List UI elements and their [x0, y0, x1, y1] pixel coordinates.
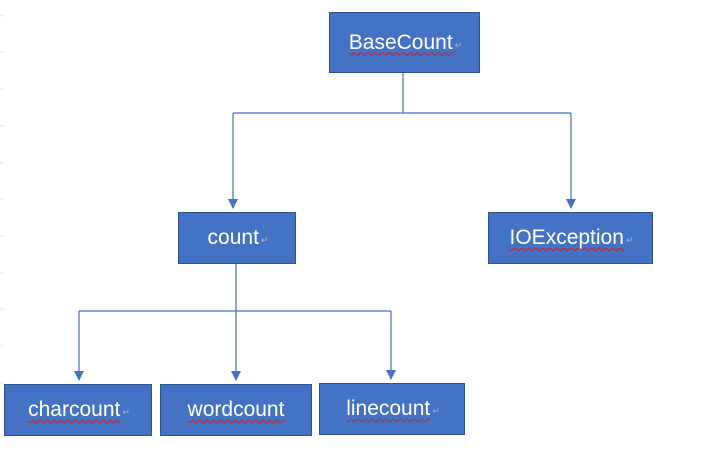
node-count[interactable]: count ↵ — [178, 212, 296, 264]
margin-mark: ˏ — [0, 228, 3, 237]
node-ioexception[interactable]: IOException ↵ — [488, 212, 653, 264]
node-linecount-label: linecount — [346, 397, 431, 420]
paragraph-mark-icon: ↵ — [432, 407, 440, 417]
node-basecount-label: BaseCount — [348, 30, 453, 54]
node-linecount[interactable]: linecount ↵ — [319, 383, 465, 435]
node-wordcount[interactable]: wordcount — [160, 384, 312, 436]
paragraph-mark-icon: ↵ — [122, 408, 130, 418]
paragraph-mark-icon: ↵ — [454, 40, 463, 51]
margin-mark: ˏ — [0, 81, 3, 90]
node-charcount[interactable]: charcount ↵ — [4, 384, 152, 436]
margin-mark: ˏ — [0, 338, 3, 347]
margin-mark: ˏ — [0, 155, 3, 164]
margin-mark: ˏ — [0, 8, 3, 17]
paragraph-mark-icon: ↵ — [625, 236, 634, 246]
margin-mark: ˏ — [0, 118, 3, 127]
node-charcount-label: charcount — [28, 398, 121, 421]
node-count-label: count — [207, 226, 259, 249]
margin-mark: ˏ — [0, 265, 3, 274]
margin-mark: ˏ — [0, 375, 3, 384]
node-wordcount-label: wordcount — [187, 398, 285, 421]
node-basecount[interactable]: BaseCount ↵ — [329, 12, 480, 73]
node-ioexception-label: IOException — [509, 226, 624, 249]
margin-mark: ˏ — [0, 44, 3, 53]
margin-mark: ˏ — [0, 301, 3, 310]
margin-mark: ˏ — [0, 191, 3, 200]
paragraph-mark-icon: ↵ — [260, 236, 269, 246]
